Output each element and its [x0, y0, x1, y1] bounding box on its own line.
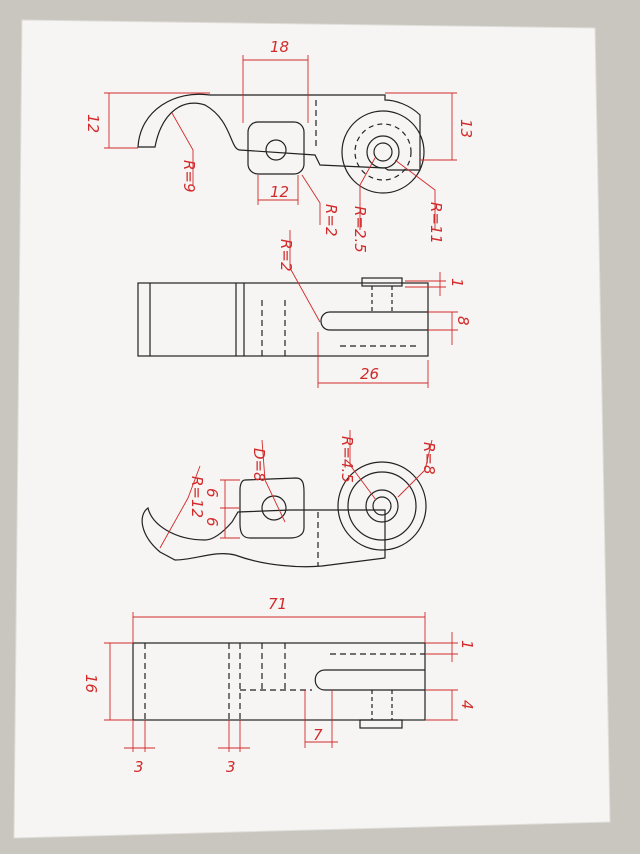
- ring-inner: [365, 489, 399, 523]
- dim-13: 13: [457, 119, 475, 138]
- dim-r9: R=9: [180, 160, 198, 193]
- dim-6a: 6: [203, 488, 221, 498]
- slot: [314, 669, 425, 691]
- hole: [265, 139, 287, 161]
- dim-r2-side: R=2: [277, 239, 295, 272]
- outline: [141, 506, 386, 568]
- side-view-1: [137, 277, 429, 357]
- dim-r12: R=12: [188, 476, 206, 518]
- ring-mid: [347, 471, 417, 541]
- dim-26: 26: [360, 365, 379, 383]
- square-boss: [239, 477, 305, 539]
- dim-3b: 3: [226, 758, 236, 776]
- body: [132, 642, 426, 721]
- dim-18: 18: [270, 38, 289, 56]
- dim-r45: R=4.5: [338, 436, 356, 483]
- dim-r25: R=2.5: [351, 206, 369, 253]
- dim-r2-top: R=2: [322, 204, 340, 237]
- dim-1-side2: 1: [458, 640, 476, 650]
- side-view-2: [132, 642, 426, 729]
- dim-7: 7: [313, 726, 323, 744]
- boss-bottom: [359, 719, 403, 729]
- paper-sheet: [13, 19, 611, 839]
- dim-71: 71: [268, 595, 287, 613]
- dim-12-left: 12: [84, 114, 102, 133]
- ring-core: [372, 496, 392, 516]
- dim-r8: R=8: [420, 442, 438, 475]
- dim-4: 4: [458, 700, 476, 710]
- dim-3a: 3: [134, 758, 144, 776]
- outline: [137, 93, 421, 171]
- dim-12-bottom: 12: [270, 183, 289, 201]
- dim-16: 16: [82, 674, 100, 693]
- dim-1-side1: 1: [448, 278, 466, 288]
- boss-top: [361, 277, 403, 287]
- ring-core: [373, 142, 393, 162]
- dim-6b: 6: [203, 517, 221, 527]
- dim-8-side1: 8: [454, 316, 472, 326]
- ring-inner: [366, 135, 400, 169]
- body: [137, 282, 429, 357]
- ring-dashed: [354, 123, 412, 181]
- dim-r11: R=11: [427, 202, 445, 244]
- top-view-2: [141, 461, 427, 568]
- ring-outer: [337, 461, 427, 551]
- square-boss: [247, 121, 305, 175]
- dim-d8: D=8: [250, 448, 268, 482]
- slot: [320, 311, 428, 331]
- top-view-1: [137, 93, 425, 194]
- hole: [261, 495, 287, 521]
- ring-outer: [341, 110, 425, 194]
